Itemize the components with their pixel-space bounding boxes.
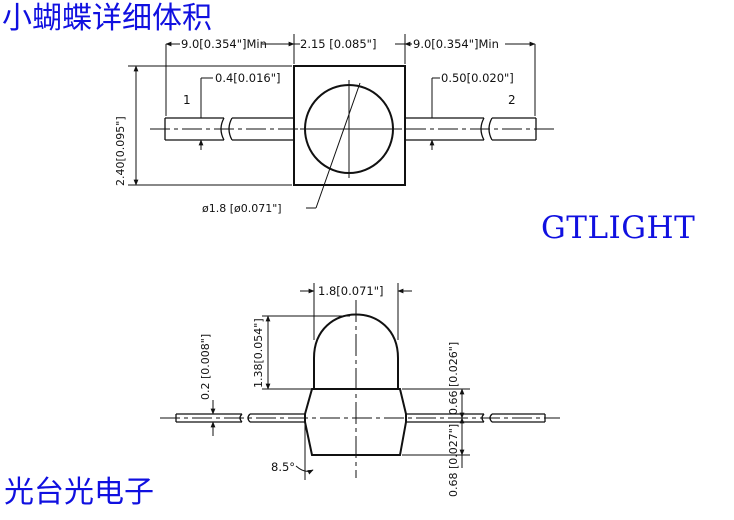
side-lead-left	[175, 413, 305, 423]
side-view	[160, 283, 560, 480]
brand-label: GTLIGHT	[541, 210, 696, 246]
top-view	[128, 34, 555, 209]
lead-thickness-label: 0.2 [0.008"]	[199, 334, 212, 400]
pin-2-label: 2	[508, 93, 516, 107]
taper-angle-label: 8.5°	[271, 460, 295, 474]
lower-body-height-label: 0.68 [0.027"]	[447, 424, 460, 497]
top-view-labels: 9.0[0.354"]Min 2.15 [0.085"] 9.0[0.354"]…	[114, 37, 516, 215]
lens-diameter-label: ø1.8 [ø0.071"]	[202, 202, 282, 215]
lead-width-right-label: 0.50[0.020"]	[441, 71, 514, 85]
lead-width-left-label: 0.4[0.016"]	[215, 71, 280, 85]
led-body-side	[304, 388, 407, 456]
side-view-labels: 1.8[0.071"] 1.38[0.054"] 0.2 [0.008"] 0.…	[199, 284, 460, 497]
pin-1-label: 1	[183, 93, 191, 107]
lead-length-left-label: 9.0[0.354"]Min	[181, 37, 267, 51]
body-width-label: 2.15 [0.085"]	[300, 37, 376, 51]
page-title: 小蝴蝶详细体积	[2, 1, 212, 36]
led-body-top	[293, 65, 406, 186]
body-height-label: 2.40[0.095"]	[114, 116, 127, 186]
lead-length-right-label: 9.0[0.354"]Min	[413, 37, 499, 51]
dome-width-label: 1.8[0.071"]	[318, 284, 383, 298]
upper-body-height-label: 0.66 [0.026"]	[447, 342, 460, 415]
company-label: 光台光电子	[4, 475, 154, 510]
dome-height-label: 1.38[0.054"]	[252, 318, 265, 388]
